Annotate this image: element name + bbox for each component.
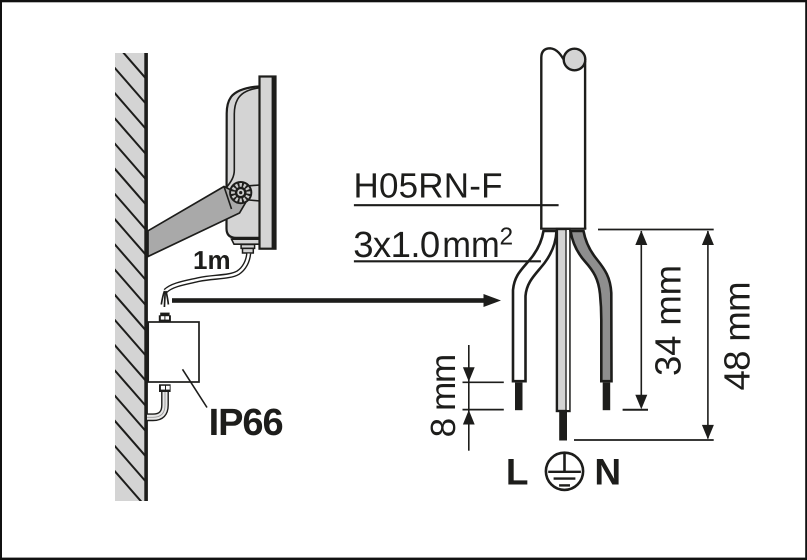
svg-text:3x1.0: 3x1.0 — [353, 224, 440, 265]
svg-text:1m: 1m — [193, 245, 231, 275]
svg-text:L: L — [506, 451, 529, 492]
svg-text:2: 2 — [500, 224, 514, 251]
svg-text:48 mm: 48 mm — [716, 282, 757, 391]
svg-text:H05RN-F: H05RN-F — [354, 167, 503, 206]
svg-text:34 mm: 34 mm — [647, 265, 688, 376]
svg-text:N: N — [594, 451, 621, 492]
svg-text:8 mm: 8 mm — [424, 354, 463, 438]
svg-text:mm: mm — [442, 224, 500, 265]
svg-text:IP66: IP66 — [209, 402, 284, 444]
